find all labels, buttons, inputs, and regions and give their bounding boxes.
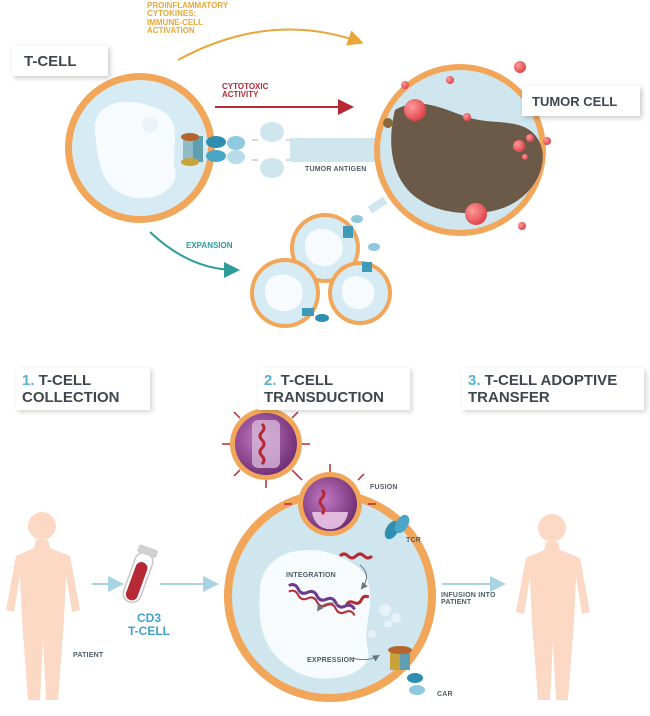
patient-figure-left [6,512,80,700]
tumor-antigen-label: TUMOR ANTIGEN [305,166,367,173]
tcr-label: TCR [406,537,421,544]
expansion-label: EXPANSION [186,241,233,250]
step-2-transduction: 2. T-CELL TRANSDUCTION [258,368,410,410]
patient-figure-right [516,514,590,700]
t-cell-receptor-complex [181,133,245,166]
car-label: CAR [437,691,453,698]
step-3-adoptive-transfer: 3. T-CELL ADOPTIVE TRANSFER [462,368,644,410]
integration-label: INTEGRATION [286,572,336,579]
lentivirus [222,400,310,488]
t-cell [65,73,215,223]
t-cell-label: T-CELL [12,46,108,76]
expansion-arrow [149,231,240,278]
cytokine-arrow [177,28,364,61]
expanded-t-cells [250,196,392,328]
cytotoxic-label: CYTOTOXIC ACTIVITY [222,82,269,100]
antigen-bridge [252,122,390,178]
transduced-t-cell [224,490,436,702]
proinflammatory-label: PROINFLAMMATORY CYTOKINES: IMMUNE-CELL A… [147,1,229,36]
blood-tube [122,544,158,604]
patient-label: PATIENT [73,652,104,659]
fusing-virus [284,464,376,536]
fusion-label: FUSION [370,484,398,491]
tumor-cell [374,61,551,236]
infusion-label: INFUSION INTO PATIENT [441,592,496,607]
tumor-cell-label: TUMOR CELL [522,86,640,116]
expression-label: EXPRESSION [307,657,355,664]
tcr-receptor [384,514,410,540]
step-1-collection: 1. T-CELL COLLECTION [16,368,150,410]
cd3-t-cell-label: CD3 T-CELL [128,611,170,638]
car-receptor [388,646,425,695]
